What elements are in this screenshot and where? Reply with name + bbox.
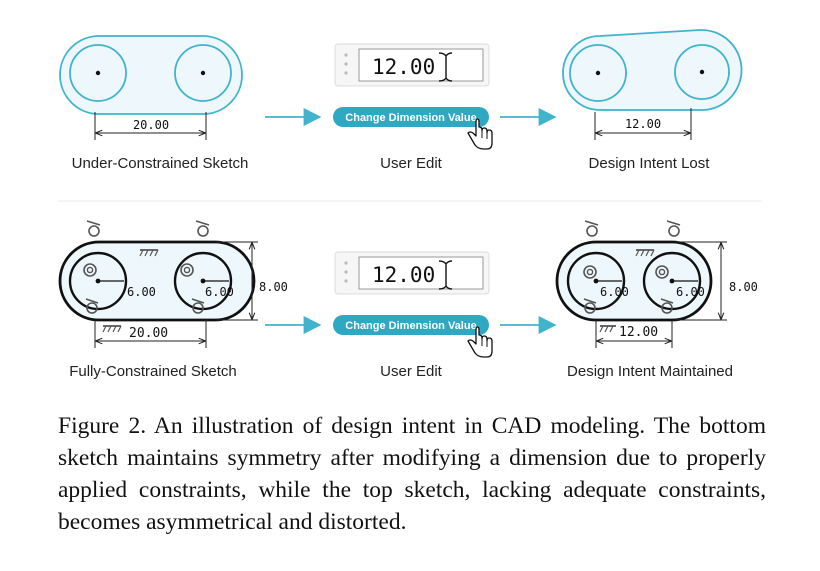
- text-cursor-icon: [438, 52, 453, 82]
- diameter-label-left: 6.00: [127, 285, 156, 299]
- tangent-constraint-icon: [86, 220, 101, 237]
- hand-pointer-icon: [467, 118, 493, 150]
- width-dimension: 12.00: [595, 320, 673, 348]
- horizontal-constraint-icon: [635, 249, 655, 257]
- concentric-constraint-icon: [655, 265, 669, 279]
- design-intent-figure: 20.00 Under-Constrained Sketch 12.00 Cha…: [58, 29, 762, 380]
- tangent-constraint-icon: [660, 298, 674, 314]
- drag-handle-dot: [344, 261, 348, 265]
- design-intent-lost-sketch: 12.00 Design Intent Lost: [562, 29, 743, 172]
- drag-handle-dot: [344, 62, 348, 66]
- hand-pointer-icon: [467, 326, 493, 358]
- sketch-slot-outline: [562, 29, 743, 111]
- diameter-label-right: 6.00: [205, 285, 234, 299]
- width-dimension: 20.00: [94, 320, 207, 348]
- hole-center-point: [200, 70, 206, 76]
- dimension-value-text: 12.00: [372, 55, 435, 79]
- figure-caption: Figure 2. An illustration of design inte…: [58, 413, 766, 535]
- sketch-hole-left: [69, 44, 127, 102]
- tangent-constraint-icon: [583, 298, 597, 314]
- width-dimension: 20.00: [94, 112, 207, 140]
- hole-center-point: [95, 70, 101, 76]
- tangent-constraint-icon: [191, 298, 205, 314]
- change-dimension-button-label: Change Dimension Value: [345, 320, 476, 332]
- tangent-constraint-icon: [666, 220, 681, 237]
- drag-handle-dot: [344, 71, 348, 75]
- dimension-value-input[interactable]: [358, 256, 484, 290]
- change-dimension-button[interactable]: [333, 315, 489, 335]
- fully-constrained-sketch: 6.00 6.00: [58, 220, 288, 380]
- user-edit-panel: 12.00 Change Dimension Value User Edit: [333, 251, 493, 380]
- user-edit-panel: 12.00 Change Dimension Value User Edit: [333, 43, 493, 172]
- tangent-constraint-icon: [195, 220, 210, 237]
- horizontal-constraint-icon: [139, 249, 159, 257]
- text-cursor-icon: [438, 260, 453, 290]
- dimension-label: 20.00: [129, 326, 168, 341]
- dimension-label: 20.00: [133, 118, 169, 132]
- concentric-constraint-icon: [83, 263, 97, 277]
- concentric-constraint-icon: [583, 265, 597, 279]
- dimension-value-input[interactable]: [358, 48, 484, 82]
- panel-label: Design Intent Maintained: [567, 363, 733, 380]
- panel-label: Under-Constrained Sketch: [72, 155, 249, 172]
- sketch-hole-left: [566, 251, 626, 311]
- diameter-label-right: 6.00: [676, 285, 705, 299]
- sketch-hole-left: [569, 44, 627, 102]
- diameter-label-left: 6.00: [600, 285, 629, 299]
- sketch-slot-outline: [59, 35, 243, 115]
- under-constrained-sketch: 20.00 Under-Constrained Sketch: [59, 35, 249, 172]
- panel-label: User Edit: [380, 363, 443, 380]
- dimension-label: 8.00: [259, 280, 288, 294]
- drag-handle-dot: [344, 270, 348, 274]
- drag-handle-dot: [344, 53, 348, 57]
- sketch-hole-right: [174, 44, 232, 102]
- hole-center-point: [699, 69, 705, 75]
- panel-label: User Edit: [380, 155, 443, 172]
- dimension-label: 12.00: [625, 117, 661, 131]
- width-dimension: 12.00: [594, 108, 692, 140]
- horizontal-constraint-icon: [599, 325, 616, 333]
- sketch-hole-left: [68, 251, 128, 311]
- design-intent-maintained-sketch: 6.00 6.00: [555, 220, 758, 380]
- sketch-slot-outline: [555, 240, 713, 322]
- change-dimension-button[interactable]: [333, 107, 489, 127]
- panel-label: Design Intent Lost: [589, 155, 711, 172]
- horizontal-constraint-icon: [102, 325, 122, 333]
- dimension-label: 12.00: [619, 325, 658, 340]
- panel-label: Fully-Constrained Sketch: [69, 363, 237, 380]
- change-dimension-button-label: Change Dimension Value: [345, 112, 476, 124]
- height-dimension: 8.00: [216, 241, 288, 321]
- tangent-constraint-icon: [584, 220, 599, 237]
- hole-center-point: [595, 70, 601, 76]
- drag-handle-dot: [344, 279, 348, 283]
- tangent-constraint-icon: [85, 298, 99, 314]
- height-dimension: 8.00: [676, 241, 758, 321]
- dimension-label: 8.00: [729, 280, 758, 294]
- sketch-hole-right: [674, 44, 730, 100]
- concentric-constraint-icon: [180, 263, 194, 277]
- dimension-value-text: 12.00: [372, 263, 435, 287]
